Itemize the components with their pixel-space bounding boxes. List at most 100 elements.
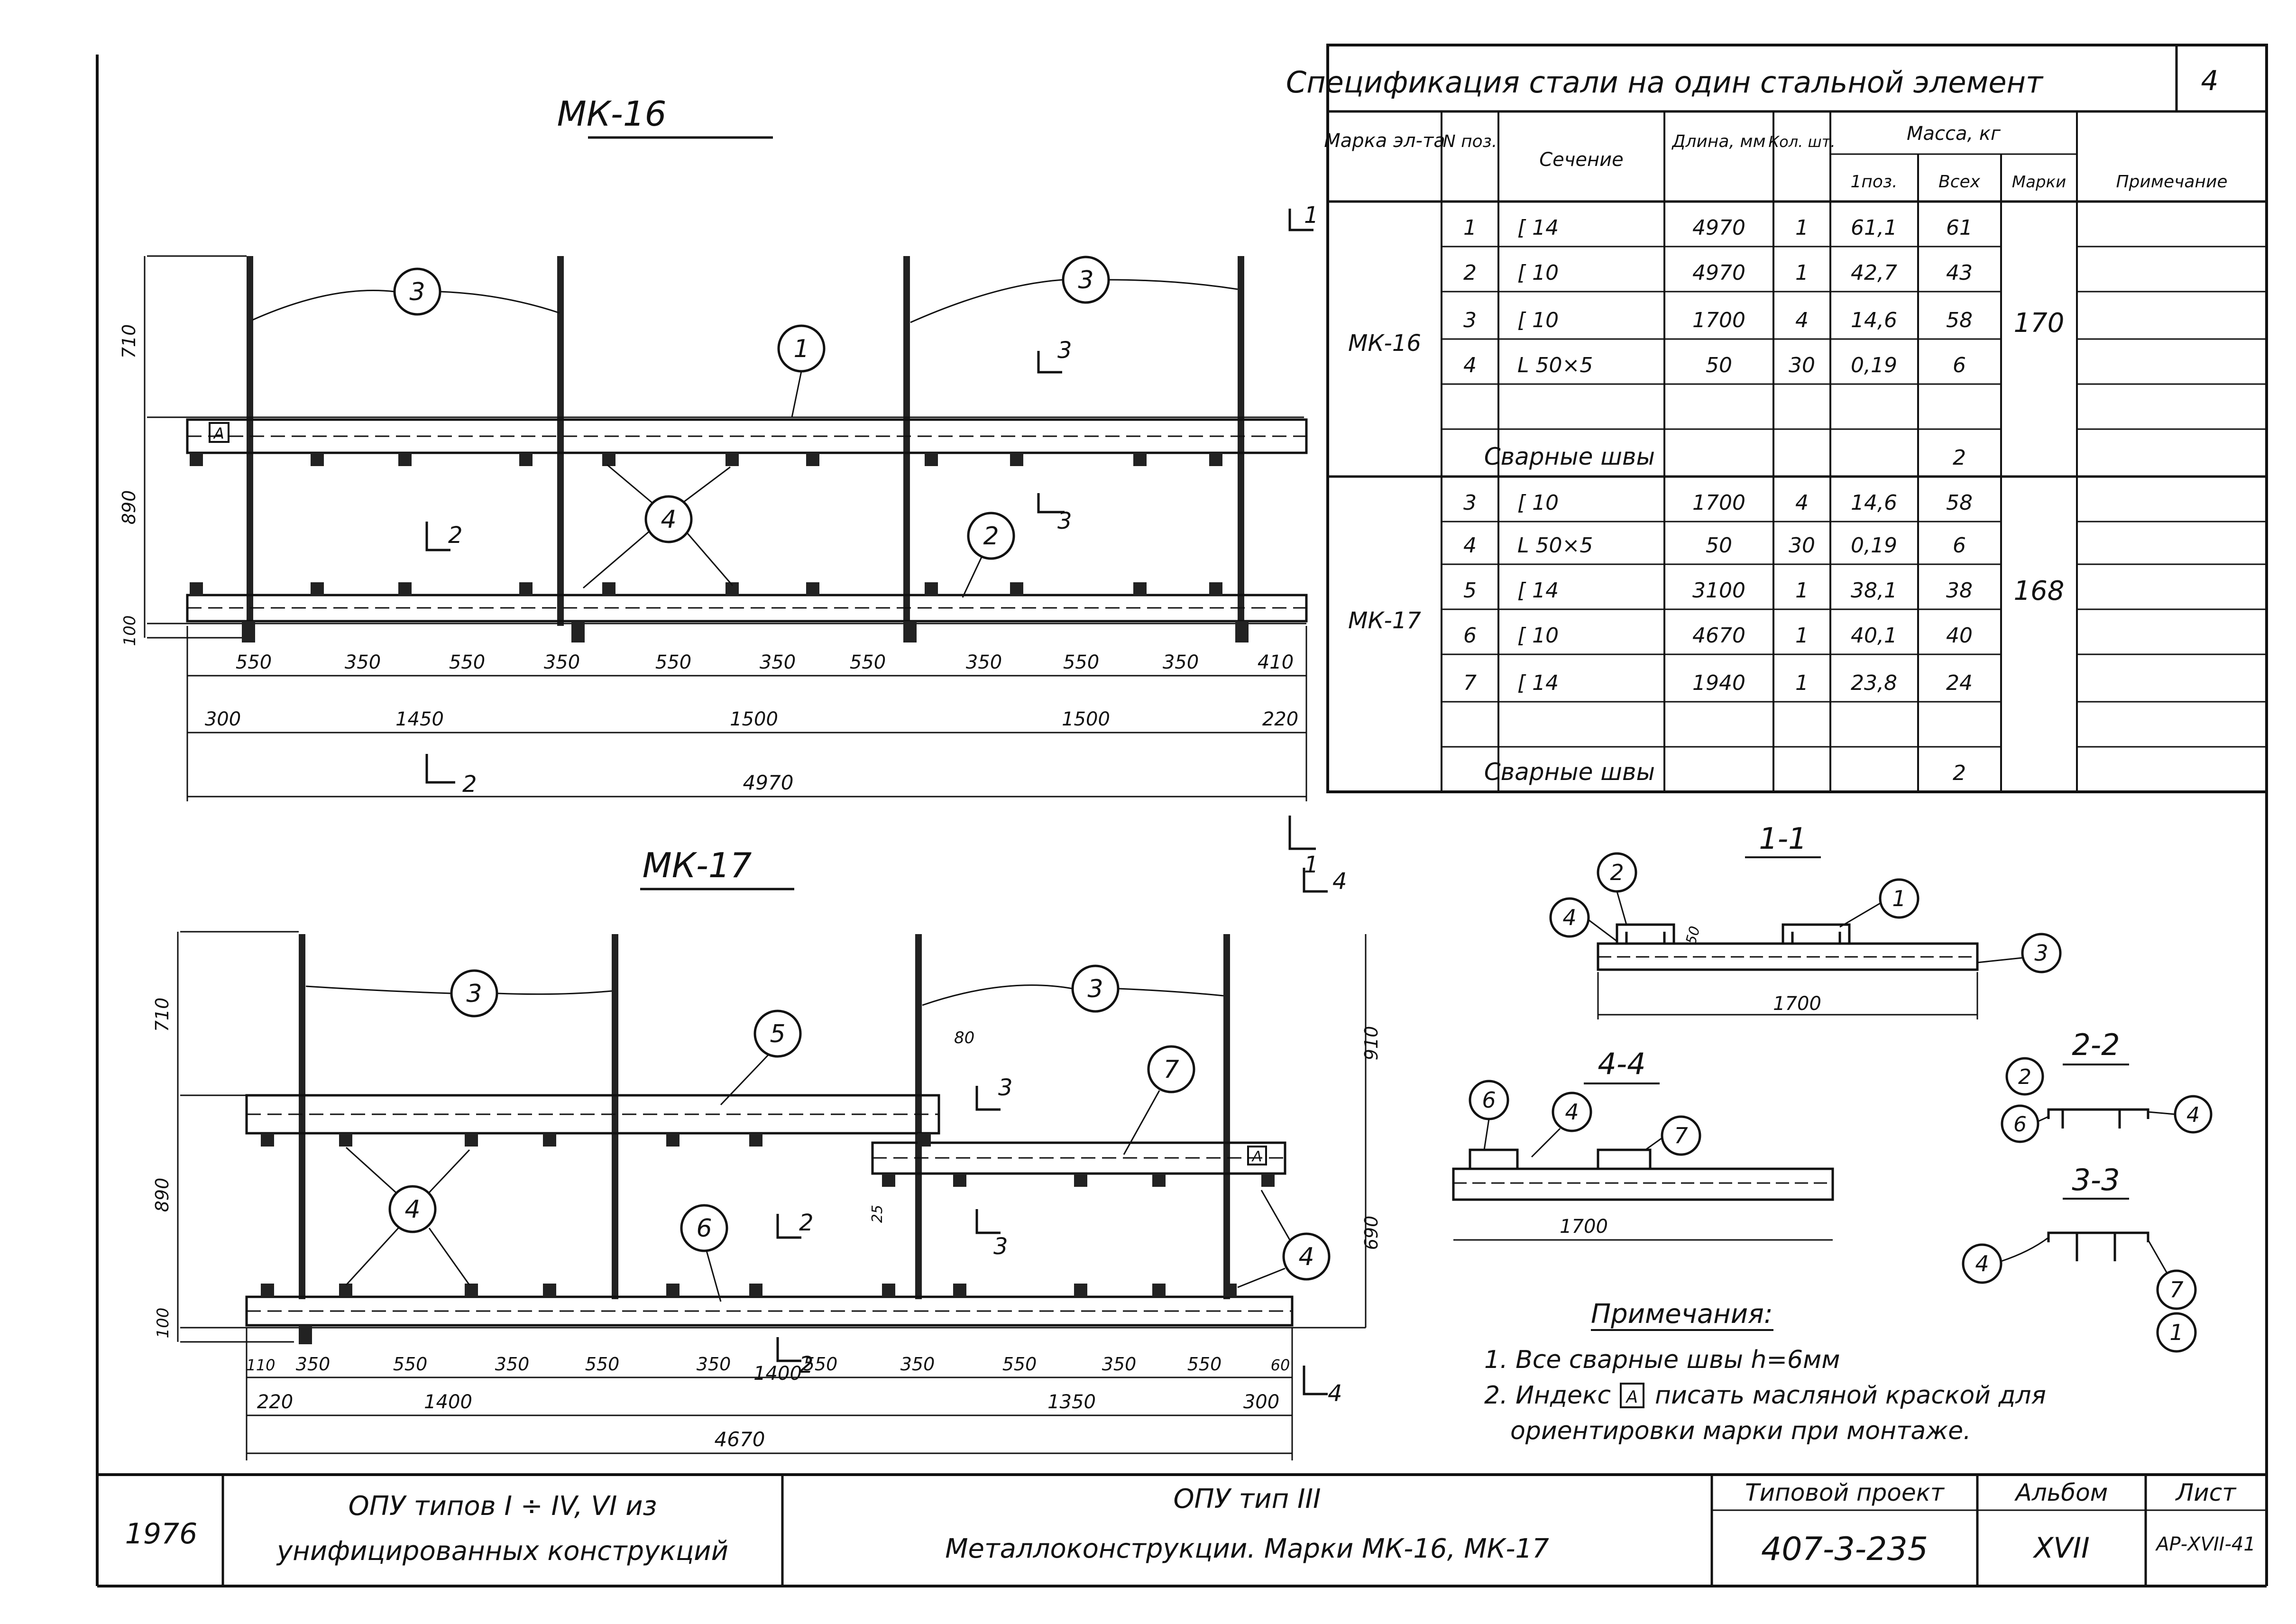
svg-text:1: 1 xyxy=(1795,216,1809,240)
title-center-line2: Металлоконструкции. Марки МК-16, МК-17 xyxy=(945,1533,1549,1564)
svg-text:24: 24 xyxy=(1946,671,1973,695)
svg-text:300: 300 xyxy=(1243,1391,1279,1413)
svg-text:6: 6 xyxy=(1482,1087,1496,1113)
svg-text:3: 3 xyxy=(1057,337,1072,364)
spec-mk17-row-lines xyxy=(1442,521,2267,748)
spec-mk16-label: МК-16 xyxy=(1348,330,1421,357)
svg-text:4: 4 xyxy=(1975,1251,1989,1276)
svg-text:3: 3 xyxy=(2034,940,2048,966)
svg-text:43: 43 xyxy=(1946,261,1973,285)
mk16-total-dim: 4970 xyxy=(743,771,794,794)
svg-text:3: 3 xyxy=(993,1233,1008,1260)
title-left-line1: ОПУ типов I ÷ IV, VI из xyxy=(349,1491,657,1522)
svg-text:1: 1 xyxy=(793,335,809,363)
svg-text:2: 2 xyxy=(1610,860,1624,885)
note-2a: 2. Индекс xyxy=(1484,1381,1611,1410)
spec-mk16-rows: 1 [ 14 4970 1 61,1 61 2 [ 10 4970 1 42,7… xyxy=(1463,216,1973,470)
svg-text:100: 100 xyxy=(120,615,139,646)
svg-text:61,1: 61,1 xyxy=(1851,216,1897,240)
svg-text:350: 350 xyxy=(1102,1354,1137,1375)
svg-text:350: 350 xyxy=(544,651,580,673)
section-4-4: 4-4 1700 6 4 7 xyxy=(1452,1046,1834,1241)
album-label: Альбом xyxy=(2014,1479,2108,1506)
svg-text:1500: 1500 xyxy=(1062,708,1110,730)
svg-text:3: 3 xyxy=(1087,975,1103,1003)
project-label: Типовой проект xyxy=(1745,1479,1945,1506)
svg-text:Масса, кг: Масса, кг xyxy=(1907,123,2001,145)
svg-text:110: 110 xyxy=(246,1356,275,1374)
project-number: 407-3-235 xyxy=(1761,1531,1928,1568)
svg-text:2-2: 2-2 xyxy=(2072,1028,2120,1062)
svg-text:2: 2 xyxy=(799,1210,814,1236)
sheet-label: Лист xyxy=(2175,1479,2237,1506)
svg-text:Примечание: Примечание xyxy=(2116,172,2227,192)
svg-text:30: 30 xyxy=(1789,353,1815,377)
svg-text:4: 4 xyxy=(2186,1103,2200,1127)
mk17-drawing: МК-17 A xyxy=(152,845,1382,1460)
svg-text:0,19: 0,19 xyxy=(1851,353,1897,377)
mk17-index-box xyxy=(1247,1146,1267,1165)
svg-text:690: 690 xyxy=(1361,1216,1382,1250)
svg-text:A: A xyxy=(1251,1148,1262,1165)
section-2-2: 2-2 2 6 4 xyxy=(2001,1028,2213,1143)
svg-text:890: 890 xyxy=(152,1178,173,1212)
svg-text:23,8: 23,8 xyxy=(1851,671,1897,695)
svg-text:2: 2 xyxy=(983,522,999,551)
mk16-clips-bottom xyxy=(190,582,1249,642)
mk16-column-2 xyxy=(557,256,564,626)
svg-text:61: 61 xyxy=(1946,216,1973,240)
title-year: 1976 xyxy=(125,1517,198,1551)
svg-text:550: 550 xyxy=(850,651,886,673)
mk17-column-4 xyxy=(1223,934,1230,1299)
svg-text:1940: 1940 xyxy=(1692,671,1745,695)
svg-text:1: 1 xyxy=(1463,216,1477,240)
mk17-clips xyxy=(261,1133,1275,1344)
spec-mk17-total: 168 xyxy=(2014,576,2065,606)
svg-text:3-3: 3-3 xyxy=(2072,1163,2120,1197)
svg-text:Сварные швы: Сварные швы xyxy=(1484,758,1655,786)
spec-table-title: Спецификация стали на один стальной элем… xyxy=(1286,65,2044,100)
svg-text:1: 1 xyxy=(1795,261,1809,285)
spec-mk17-rows: 3 [ 10 1700 4 14,6 58 4 L 50×5 50 30 0,1… xyxy=(1463,491,1973,786)
svg-text:14,6: 14,6 xyxy=(1851,491,1897,515)
svg-text:[ 14: [ 14 xyxy=(1517,216,1559,240)
svg-text:2: 2 xyxy=(1463,261,1477,285)
svg-text:1400: 1400 xyxy=(424,1391,472,1413)
svg-text:4670: 4670 xyxy=(1692,624,1745,648)
svg-text:A: A xyxy=(1626,1387,1638,1407)
svg-text:14,6: 14,6 xyxy=(1851,308,1897,332)
svg-text:2: 2 xyxy=(448,522,463,549)
svg-text:1: 1 xyxy=(1795,671,1809,695)
svg-text:7: 7 xyxy=(1674,1123,1688,1148)
svg-text:2: 2 xyxy=(799,1352,814,1378)
svg-text:Всех: Всех xyxy=(1938,172,1981,192)
svg-text:4: 4 xyxy=(661,505,676,534)
svg-text:350: 350 xyxy=(760,651,796,673)
section-3-3: 3-3 4 7 1 xyxy=(1962,1163,2197,1353)
spec-mk17-label: МК-17 xyxy=(1348,607,1421,634)
svg-text:3: 3 xyxy=(1463,491,1477,515)
svg-text:4: 4 xyxy=(1463,533,1477,558)
mk17-dims-row1: 110 350 550 350 550 350 550 350 550 350 … xyxy=(246,1354,1290,1375)
svg-text:100: 100 xyxy=(154,1308,173,1339)
svg-text:7: 7 xyxy=(1463,671,1477,695)
svg-text:220: 220 xyxy=(1262,708,1298,730)
svg-text:40,1: 40,1 xyxy=(1851,624,1897,648)
svg-text:2: 2 xyxy=(1953,761,1966,785)
svg-text:1700: 1700 xyxy=(1773,993,1821,1015)
svg-text:1-1: 1-1 xyxy=(1759,821,1807,856)
mk17-title: МК-17 xyxy=(643,845,752,885)
svg-text:Марки: Марки xyxy=(2012,173,2066,192)
svg-text:1700: 1700 xyxy=(1692,308,1745,332)
mk16-drawing: МК-16 A xyxy=(119,94,1319,878)
mk16-column-4 xyxy=(1238,256,1244,626)
mk16-dims-row2: 300 1450 1500 1500 220 xyxy=(205,708,1298,730)
svg-text:4-4: 4-4 xyxy=(1598,1046,1645,1081)
svg-text:890: 890 xyxy=(119,490,139,525)
svg-text:910: 910 xyxy=(1361,1026,1382,1061)
svg-text:350: 350 xyxy=(900,1354,935,1375)
svg-text:550: 550 xyxy=(449,651,485,673)
mk17-total-dim: 4670 xyxy=(715,1428,765,1451)
svg-text:3: 3 xyxy=(998,1074,1013,1101)
